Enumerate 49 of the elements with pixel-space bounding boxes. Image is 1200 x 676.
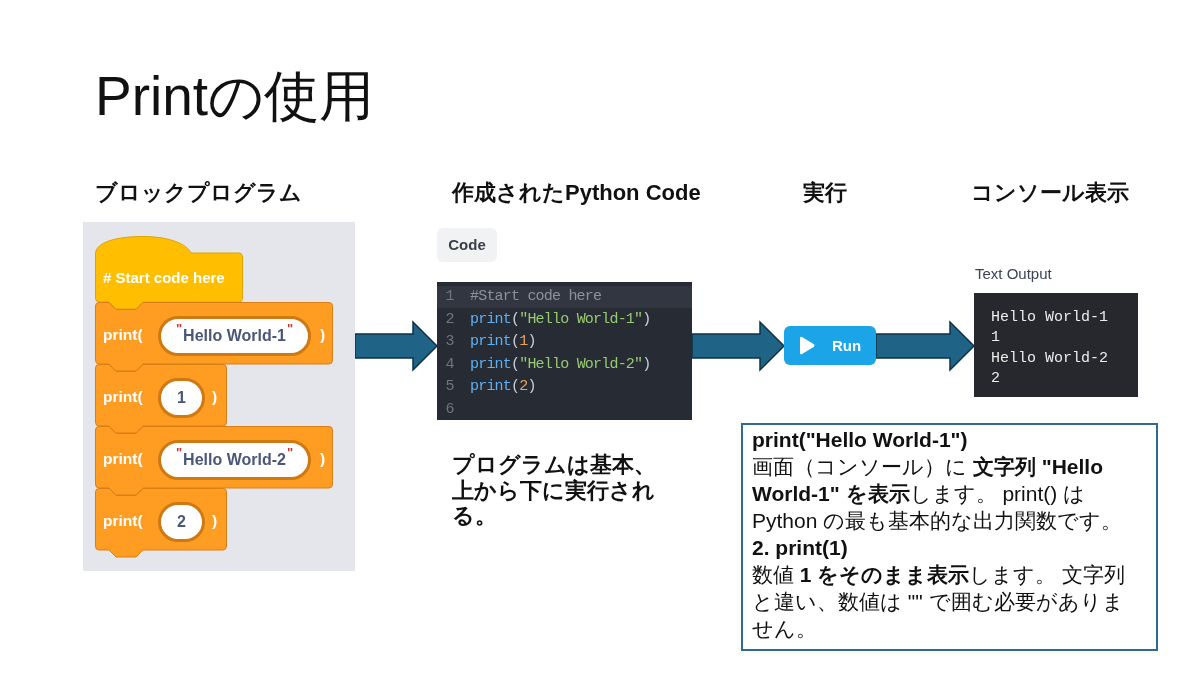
run-button: Run [784,326,876,365]
code-line: print(1) [470,332,536,353]
explanation-box [741,423,1158,651]
column-heading: コンソール表示 [971,180,1129,206]
code-editor [437,282,692,420]
explanation-heading: 2. print(1) [752,535,849,561]
explanation-text: 画面（コンソール）に 文字列 "Hello World-1" を表示します。 print() は Python の最も基本的な出力関数です。 [752,454,1124,534]
column-heading: 作成されたPython Code [452,180,701,206]
panel-heading: Text Output [975,264,1052,284]
code-block [95,302,333,372]
console-line: Hello World-1 [991,308,1109,328]
block-text: ) [320,449,326,469]
code-line: print(2) [470,377,536,398]
block-text: print( [103,325,143,345]
line-number: 3 [444,332,456,353]
block-text: print( [103,511,143,531]
input-slot: $^{"}$Hello World-1$^{"}$ [158,316,311,356]
block-text: ) [212,511,218,531]
block-text: print( [103,449,143,469]
code-tab: Code [437,228,497,262]
arrow [691,320,786,372]
console-line: Hello World-2 [991,348,1109,369]
code-line: #Start code here [470,287,602,307]
note-text: プログラムは基本、上から下に実行される。 [452,452,657,529]
line-number: 5 [444,377,456,398]
code-block [95,488,227,558]
block-text: ) [320,325,326,345]
explanation-heading: print("Hello World-1") [752,427,969,453]
line-number: 4 [444,354,456,375]
console-line: 2 [991,368,1000,389]
arrow [354,320,439,372]
block-text: # Start code here [103,268,225,288]
slide-title: Printの使用 [95,64,375,128]
explanation-text: 数値 1 をそのまま表示します。 文字列と違い、数値は "" で囲む必要がありません。 [752,562,1127,642]
code-block [95,426,333,496]
input-slot: $^{"}$Hello World-2$^{"}$ [158,440,311,480]
line-number: 6 [444,400,456,420]
code-line: print("Hello World-1") [470,309,651,330]
block-panel [83,222,355,571]
arrow [875,320,976,372]
code-line: print("Hello World-2") [470,354,651,375]
line-number: 1 [444,287,456,307]
line-number: 2 [444,309,456,330]
block-text: ) [212,387,218,407]
console-line: 1 [991,328,1000,349]
block-text: print( [103,387,143,407]
column-heading: 実行 [803,180,847,206]
column-heading: ブロックプログラム [95,180,302,206]
start-block [95,236,243,310]
